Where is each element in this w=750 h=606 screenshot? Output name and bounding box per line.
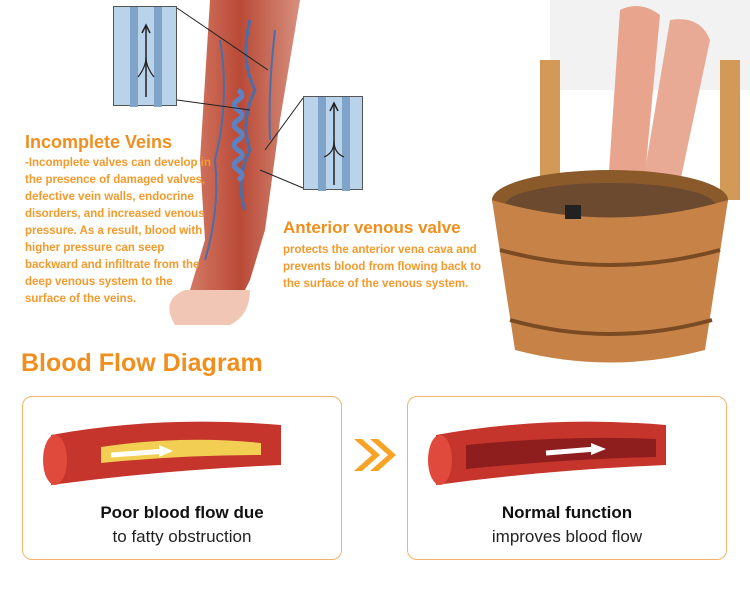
anterior-valve-icon (318, 97, 350, 191)
poor-blood-flow-title: Poor blood flow due (100, 503, 264, 522)
normal-function-card: Normal function improves blood flow (407, 396, 727, 560)
obstructed-vessel-illustration (43, 421, 281, 485)
anterior-valve-title: Anterior venous valve (283, 218, 461, 237)
incomplete-veins-description: -Incomplete valves can develop in the pr… (25, 157, 211, 305)
incomplete-valve-inset (113, 6, 177, 107)
leg-anatomy-illustration (169, 0, 304, 325)
foot-bath-tub-illustration (492, 0, 750, 363)
incomplete-valve-icon (130, 7, 162, 107)
normal-function-subtitle: improves blood flow (491, 527, 643, 546)
normal-function-title: Normal function (501, 503, 633, 522)
poor-blood-flow-card: Poor blood flow due to fatty obstruction (22, 396, 342, 560)
incomplete-veins-title: Incomplete Veins (25, 132, 173, 152)
blood-flow-diagram-title: Blood Flow Diagram (21, 349, 263, 377)
poor-blood-flow-subtitle: to fatty obstruction (112, 527, 252, 546)
anterior-valve-inset (303, 96, 363, 191)
double-chevron-right-icon (354, 439, 396, 471)
healthy-vessel-illustration (428, 421, 666, 485)
anterior-valve-description: protects the anterior vena cava and prev… (283, 244, 482, 290)
